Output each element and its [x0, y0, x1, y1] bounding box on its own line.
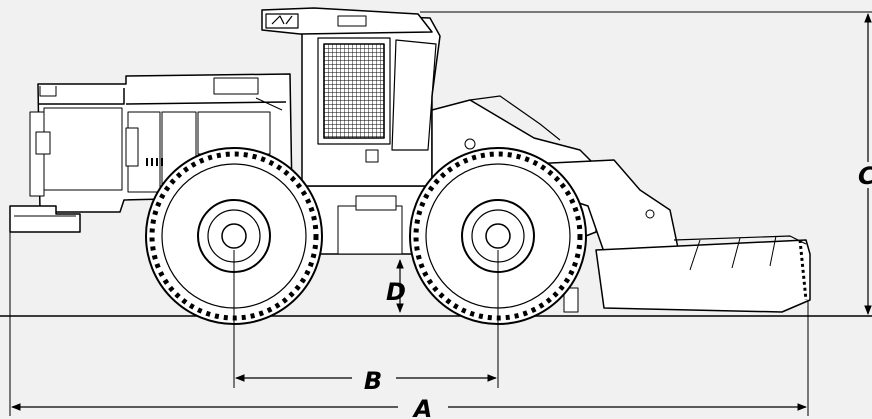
rear-wheel [145, 147, 323, 325]
skidder-machine [9, 7, 811, 313]
dimension-b-label: B [364, 367, 382, 395]
cab-window-grille [323, 43, 385, 139]
dimension-c-label: C [858, 162, 872, 190]
dozer-blade [595, 239, 811, 313]
dimension-a-label: A [412, 395, 433, 419]
front-wheel [409, 147, 587, 325]
extension-lines [9, 11, 872, 416]
dimension-d-label: D [386, 278, 406, 306]
